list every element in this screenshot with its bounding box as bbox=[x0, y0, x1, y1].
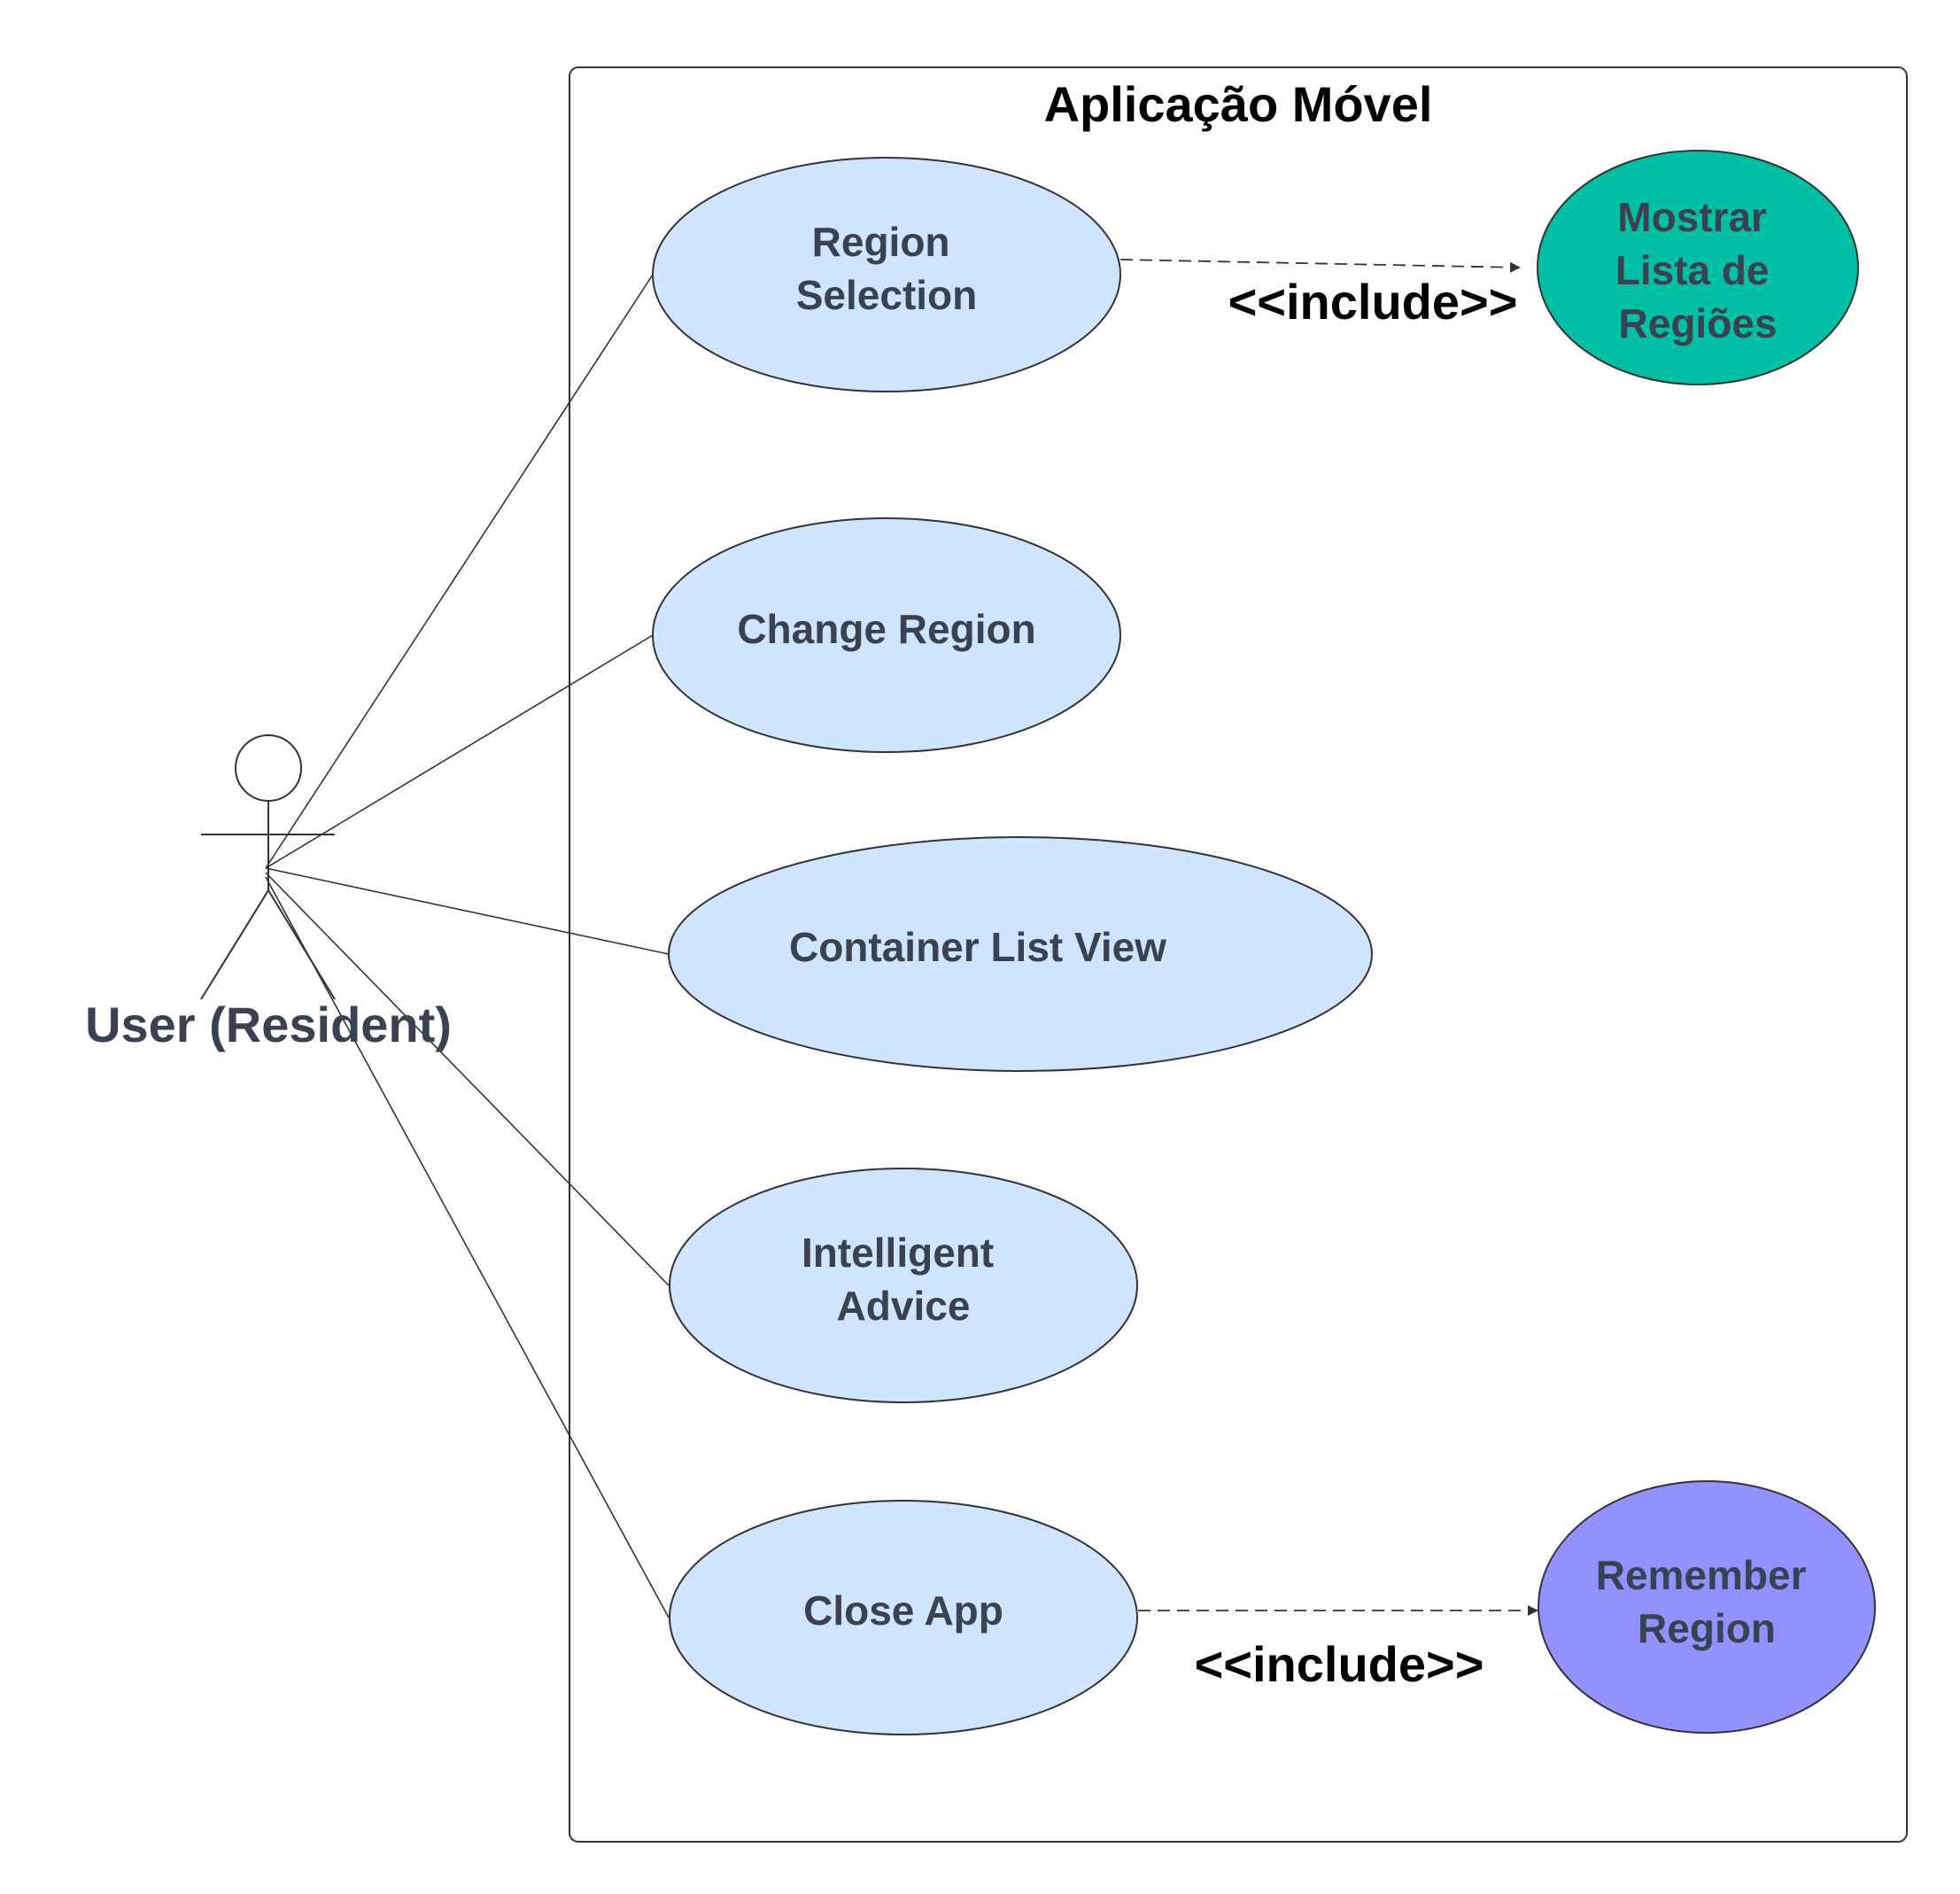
use-case-close-app-line-1: Close App bbox=[803, 1587, 1003, 1634]
association-close-app bbox=[265, 876, 670, 1618]
use-case-change-region-shape bbox=[652, 517, 1121, 753]
svg-text:Remember Region: Remember Region bbox=[1596, 1552, 1818, 1651]
use-case-close-app[interactable]: Close App bbox=[669, 1500, 1138, 1735]
actor-left-leg bbox=[200, 889, 269, 1000]
use-case-remember-region-line-1: Remember bbox=[1596, 1552, 1807, 1598]
include-label-1: <<include>> bbox=[1228, 274, 1518, 330]
association-region-selection bbox=[265, 274, 654, 869]
actor-right-leg bbox=[267, 889, 336, 1000]
use-case-change-region-line-1: Change Region bbox=[737, 606, 1035, 652]
actor-head bbox=[235, 734, 302, 802]
use-case-mostrar-lista-line-1: Mostrar bbox=[1617, 194, 1767, 240]
use-case-container-list-view-line-1: Container List View bbox=[789, 924, 1166, 970]
actor-label: User (Resident) bbox=[85, 997, 452, 1052]
svg-text:Region Selection: Region Selection bbox=[796, 219, 978, 318]
use-case-remember-region-line-2: Region bbox=[1638, 1605, 1776, 1651]
svg-text:Container List View: Container List View bbox=[789, 924, 1166, 970]
use-case-mostrar-lista-line-2: Lista de bbox=[1615, 247, 1770, 293]
svg-text:Mostrar Lista de R: Mostrar Lista de Regiões bbox=[1615, 194, 1781, 346]
svg-text:Close App: Close App bbox=[803, 1587, 1003, 1634]
use-case-intelligent-advice-line-1: Intelligent bbox=[802, 1230, 994, 1276]
association-change-region bbox=[265, 634, 654, 869]
include-label-2: <<include>> bbox=[1195, 1636, 1484, 1692]
use-case-change-region[interactable]: Change Region bbox=[652, 517, 1121, 753]
use-case-region-selection[interactable]: Region Selection bbox=[652, 157, 1121, 392]
actor-figure[interactable] bbox=[200, 734, 336, 1000]
svg-text:Change Region: Change Region bbox=[737, 606, 1035, 652]
use-case-close-app-shape bbox=[669, 1500, 1138, 1735]
use-case-mostrar-lista-line-3: Regiões bbox=[1619, 300, 1778, 346]
use-case-intelligent-advice-line-2: Advice bbox=[837, 1283, 971, 1329]
svg-text:Intelligent Advice: Intelligent Advice bbox=[802, 1230, 1005, 1329]
use-case-container-list-view[interactable]: Container List View bbox=[668, 836, 1373, 1072]
use-case-remember-region-shape bbox=[1538, 1480, 1876, 1734]
use-case-region-selection-line-2: Selection bbox=[796, 272, 978, 318]
use-case-region-selection-line-1: Region bbox=[812, 219, 950, 265]
use-case-intelligent-advice[interactable]: Intelligent Advice bbox=[669, 1168, 1138, 1403]
use-case-intelligent-advice-shape bbox=[669, 1168, 1138, 1403]
use-case-region-selection-shape bbox=[652, 157, 1121, 392]
system-title: Aplicação Móvel bbox=[1044, 76, 1433, 132]
include-arrow-1 bbox=[1119, 259, 1521, 273]
association-container-list-view bbox=[265, 867, 670, 955]
association-intelligent-advice bbox=[265, 872, 670, 1286]
use-case-container-list-view-shape bbox=[668, 836, 1373, 1072]
actor-associations bbox=[265, 274, 670, 1618]
use-case-mostrar-lista[interactable]: Mostrar Lista de Regiões bbox=[1537, 150, 1859, 385]
use-case-remember-region[interactable]: Remember Region bbox=[1538, 1480, 1876, 1734]
use-case-mostrar-lista-shape bbox=[1537, 150, 1859, 385]
system-boundary bbox=[569, 66, 1908, 1843]
